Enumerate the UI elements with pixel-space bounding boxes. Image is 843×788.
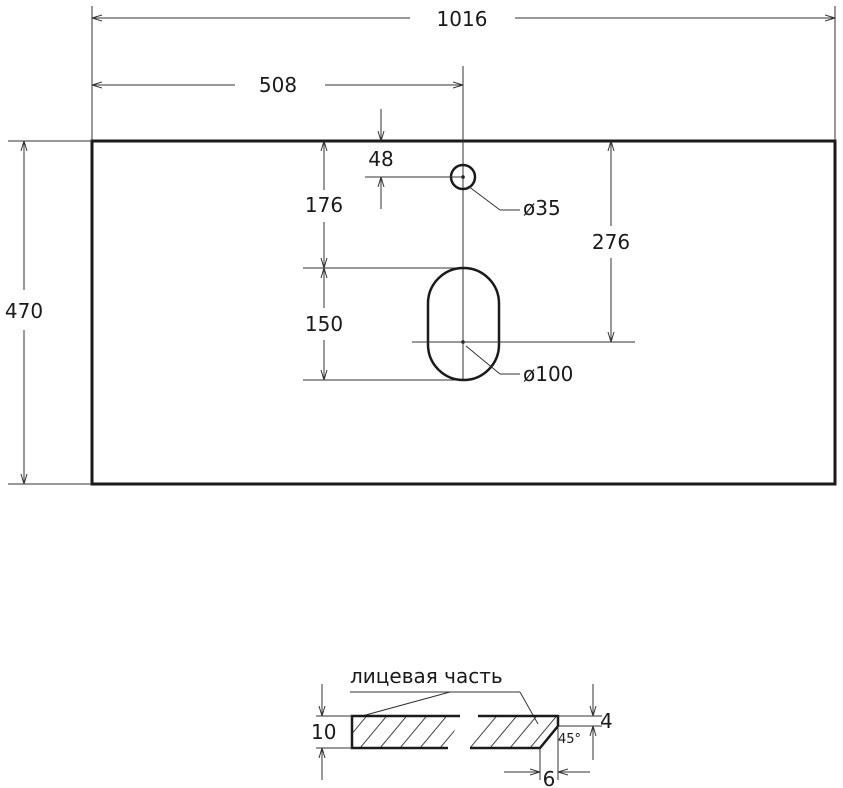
depth-dimension: 470 bbox=[5, 140, 92, 485]
bowl-length-label: 150 bbox=[305, 312, 343, 336]
overall-width-dimension: 1016 bbox=[91, 6, 836, 141]
depth-label: 470 bbox=[5, 299, 43, 323]
tap-offset-label: 48 bbox=[368, 147, 393, 171]
tap-offset-dimension: 48 bbox=[365, 109, 463, 209]
bevel-height-dimension: 4 45° bbox=[558, 684, 613, 760]
half-width-label: 508 bbox=[259, 73, 297, 97]
bevel-width-dimension: 6 bbox=[504, 726, 590, 788]
half-width-dimension: 508 bbox=[92, 66, 464, 380]
top-view: 1016 508 470 ø35 bbox=[5, 6, 837, 486]
section-right-part bbox=[470, 714, 560, 750]
bevel-height-label: 4 bbox=[600, 709, 613, 733]
bevel-angle-label: 45° bbox=[558, 732, 581, 747]
tap-to-drain-dimension: 276 bbox=[592, 141, 630, 342]
tap-to-bowl-dimension: 176 bbox=[303, 141, 463, 269]
drain-diameter-label: ø100 bbox=[523, 362, 573, 386]
sink-bowl: ø100 bbox=[412, 266, 635, 386]
thickness-dimension: 10 bbox=[311, 684, 352, 780]
thickness-label: 10 bbox=[311, 720, 336, 744]
tap-to-drain-label: 276 bbox=[592, 230, 630, 254]
tap-hole-diameter-label: ø35 bbox=[523, 196, 561, 220]
tap-hole: ø35 bbox=[449, 163, 561, 220]
edge-section: лицевая часть bbox=[311, 664, 613, 788]
bowl-length-dimension: 150 bbox=[303, 268, 463, 381]
overall-width-label: 1016 bbox=[437, 7, 488, 31]
bevel-width-label: 6 bbox=[543, 767, 556, 788]
face-side-label: лицевая часть bbox=[350, 664, 503, 688]
section-left-part bbox=[350, 714, 460, 750]
tap-to-bowl-label: 176 bbox=[305, 193, 343, 217]
